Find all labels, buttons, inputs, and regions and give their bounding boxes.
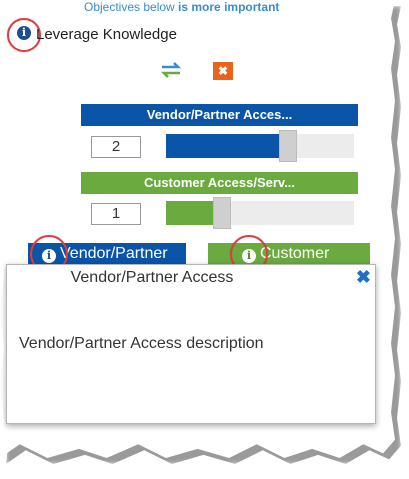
vendor-partner-header: Vendor/Partner Acces... xyxy=(81,104,358,126)
screenshot-paper: Objectives below is more important i Lev… xyxy=(6,0,376,424)
highlight-circle xyxy=(7,18,41,52)
reset-close-button[interactable]: ✖ xyxy=(213,62,233,80)
objectives-prefix: Objectives below xyxy=(84,0,179,14)
customer-slider-fill xyxy=(166,201,213,225)
vendor-slider-thumb[interactable] xyxy=(279,130,297,162)
dialog-title: Vendor/Partner Access xyxy=(70,269,234,286)
objectives-hint: Objectives below is more important xyxy=(84,0,279,14)
customer-slider[interactable] xyxy=(166,197,354,229)
objectives-emphasis: is more important xyxy=(178,0,280,14)
swap-arrows-icon[interactable] xyxy=(160,62,182,78)
vendor-value-field[interactable]: 2 xyxy=(91,136,141,158)
customer-button-label: Customer xyxy=(260,245,330,262)
vendor-slider-fill xyxy=(166,134,279,158)
info-dialog: Vendor/Partner Access ✖ Vendor/Partner A… xyxy=(6,264,376,424)
vendor-slider[interactable] xyxy=(166,130,354,162)
dialog-description: Vendor/Partner Access description xyxy=(19,335,264,352)
leverage-knowledge-label: Leverage Knowledge xyxy=(36,26,177,43)
customer-slider-thumb[interactable] xyxy=(213,197,231,229)
vendor-partner-button-label: Vendor/Partner xyxy=(60,245,168,262)
close-icon[interactable]: ✖ xyxy=(355,267,371,287)
customer-access-header: Customer Access/Serv... xyxy=(81,172,358,194)
customer-value-field[interactable]: 1 xyxy=(91,203,141,225)
